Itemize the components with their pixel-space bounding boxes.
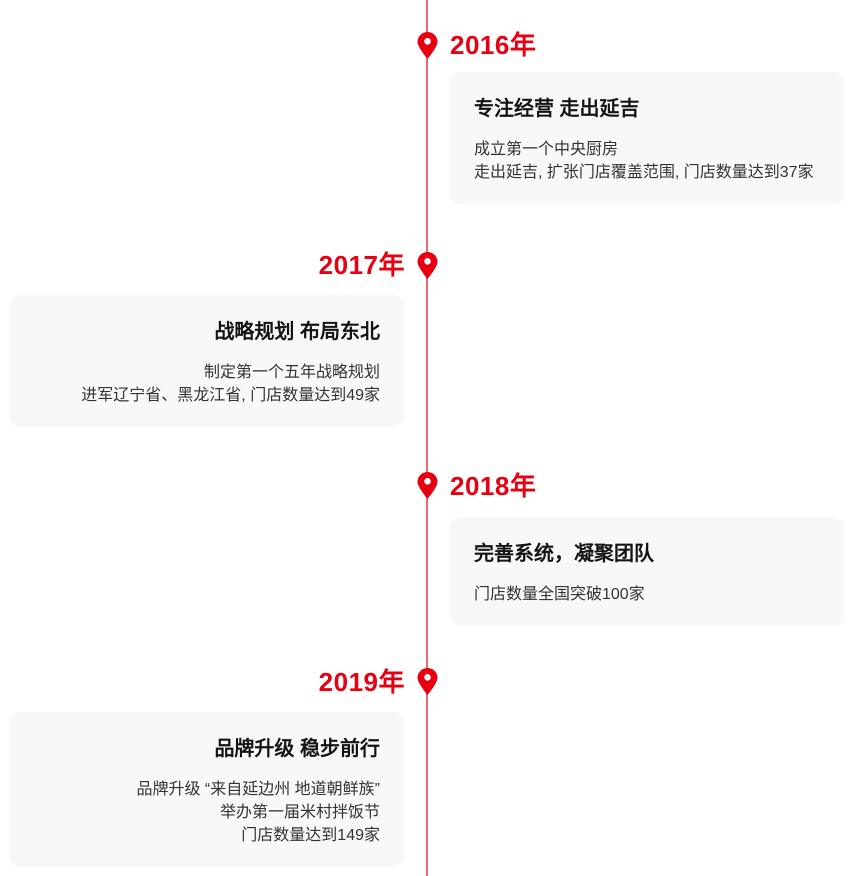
year-label-2016: 2016年 — [450, 30, 537, 60]
year-label-2017: 2017年 — [318, 250, 405, 280]
milestone-line: 进军辽宁省、黑龙江省, 门店数量达到49家 — [81, 387, 380, 404]
timeline-line — [426, 0, 428, 876]
milestone-line: 走出延吉, 扩张门店覆盖范围, 门店数量达到37家 — [474, 164, 814, 181]
milestone-line: 制定第一个五年战略规划 — [203, 364, 380, 381]
milestone-card-2016: 专注经营 走出延吉 成立第一个中央厨房 走出延吉, 扩张门店覆盖范围, 门店数量… — [450, 72, 844, 204]
year-label-2018: 2018年 — [450, 471, 537, 501]
milestone-line: 举办第一届米村拌饭节 — [219, 804, 380, 821]
milestone-title: 品牌升级 稳步前行 — [214, 738, 380, 760]
milestone-title: 战略规划 布局东北 — [214, 321, 380, 343]
milestone-title: 专注经营 走出延吉 — [474, 98, 640, 120]
milestone-line: 门店数量全国突破100家 — [474, 586, 645, 603]
location-pin-icon — [417, 32, 438, 59]
milestone-title: 完善系统，凝聚团队 — [474, 543, 654, 565]
location-pin-icon — [417, 472, 438, 499]
milestone-line: 品牌升级 “来自延边州 地道朝鲜族” — [136, 781, 380, 798]
milestone-line: 门店数量达到149家 — [241, 827, 380, 844]
location-pin-icon — [417, 252, 438, 279]
location-pin-icon — [417, 668, 438, 695]
milestone-card-2019: 品牌升级 稳步前行 品牌升级 “来自延边州 地道朝鲜族” 举办第一届米村拌饭节 … — [10, 712, 404, 867]
milestone-line: 成立第一个中央厨房 — [474, 141, 619, 158]
milestone-card-2018: 完善系统，凝聚团队 门店数量全国突破100家 — [450, 517, 844, 626]
year-label-2019: 2019年 — [318, 667, 405, 697]
milestone-card-2017: 战略规划 布局东北 制定第一个五年战略规划 进军辽宁省、黑龙江省, 门店数量达到… — [10, 295, 404, 427]
